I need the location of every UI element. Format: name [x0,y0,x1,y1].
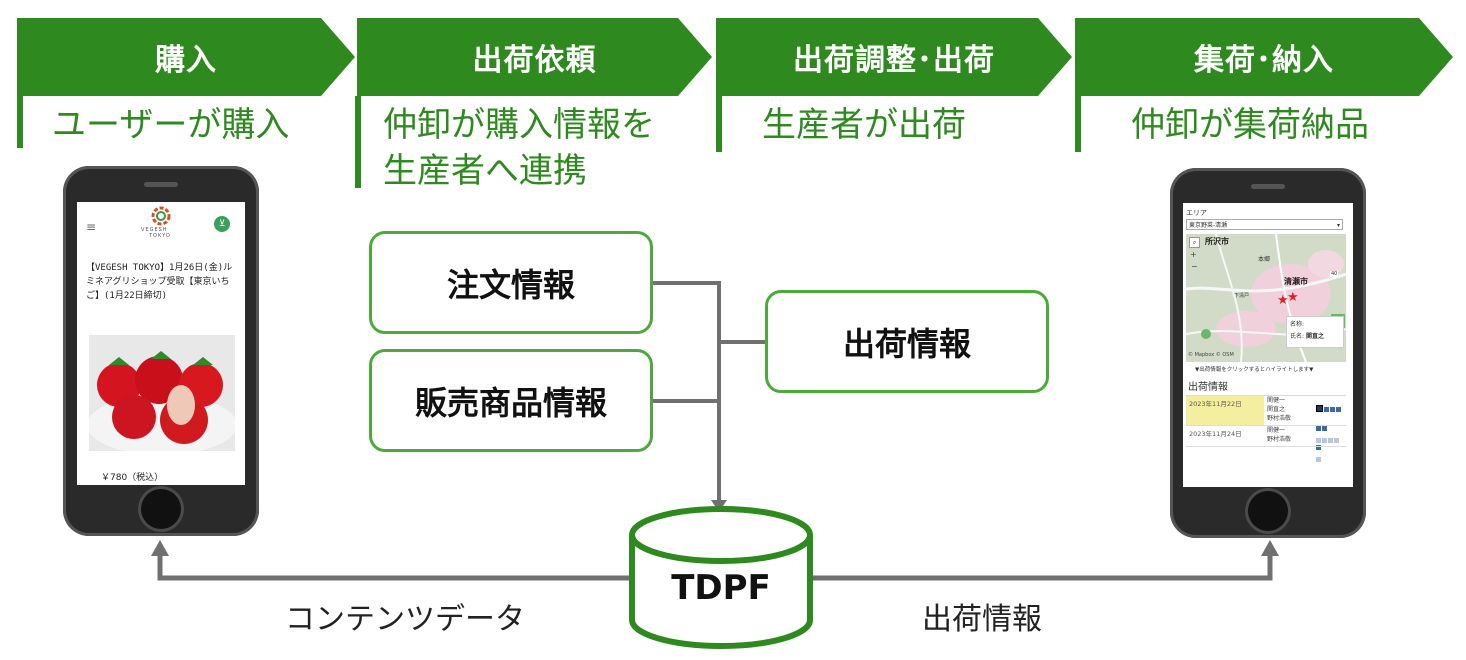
step-ship-title: 出荷調整･出荷 [793,43,995,78]
order-connector [653,281,720,285]
row-name: 関健一 [1267,427,1286,434]
map-screen: エリア 東京野菜-清瀬 ▾ ⌕ + − 所沢市 清瀬市 [1183,203,1353,487]
content-data-label: コンテンツデータ [285,602,525,637]
step-purchase-title: 購入 [155,43,217,78]
step-ship-desc: 生産者が出荷 [762,105,966,145]
area-select[interactable]: 東京野菜-清瀬 ▾ [1186,219,1343,230]
cart-icon[interactable]: ⊻ [214,216,230,232]
step-deliver-title: 集荷･納入 [1194,43,1334,78]
map-marker-star-icon[interactable]: ★ [1287,290,1299,305]
tdpf-label: TDPF [671,568,771,608]
chevron-down-icon: ▾ [1336,222,1340,229]
popup-person-label: 氏名: [1290,333,1305,340]
map-station-label: 下清戸 [1234,293,1250,299]
table-row[interactable]: 2023年11月22日 関健一 関直之 野村浩敬 [1186,395,1346,450]
map-route-label: 40 [1330,271,1339,277]
popup-person-value: 関直之 [1305,333,1324,340]
phone-speaker [144,182,178,187]
shipping-info-box: 出荷情報 [765,290,1049,393]
product-info-label: 販売商品情報 [414,383,607,422]
row-date: 2023年11月24日 [1189,430,1242,438]
map-city-label: 清瀬市 [1284,277,1308,286]
map-town-label: 本郷 [1258,256,1271,263]
product-connector [653,399,720,403]
row-date-cell: 2023年11月24日 [1186,426,1264,446]
left-flow-arrow [157,552,632,581]
shipping-flow-label: 出荷情報 [922,602,1042,637]
row-name: 関健一 [1267,397,1286,404]
map-view[interactable]: ⌕ + − 所沢市 清瀬市 本郷 下清戸 40 ★ ★ 名称: 氏名: 関直之 … [1186,234,1346,362]
highlight-hint: ▼出荷情報をクリックするとハイライトします▼ [1195,367,1314,373]
step-ship-line [716,96,722,152]
order-info-label: 注文情報 [446,265,575,304]
step-request-title: 出荷依頼 [472,43,597,78]
step-ship-chevron: 出荷調整･出荷 [716,18,1072,96]
map-attribution: © Mapbox © OSM [1188,352,1234,358]
order-info-box: 注文情報 [369,231,653,334]
step-request-desc-line2: 生産者へ連携 [383,151,587,191]
map-marker-star-icon[interactable]: ★ [1277,293,1289,308]
row-names: 関健一 野村浩敬 [1267,426,1291,444]
vegesh-logo-icon [151,206,171,226]
step-purchase-line [17,96,23,148]
product-info-box: 販売商品情報 [369,349,653,452]
shipping-section-title: 出荷情報 [1188,382,1228,393]
step-request-chevron: 出荷依頼 [357,18,712,96]
zoom-out-icon[interactable]: − [1191,262,1198,271]
row-name: 関直之 [1267,406,1286,413]
row-marks [1316,397,1344,454]
shop-phone-home-button[interactable] [141,489,181,529]
popup-person-row: 氏名: 関直之 [1290,331,1340,343]
area-select-value: 東京野菜-清瀬 [1189,222,1228,229]
map-city-label: 所沢市 [1205,237,1229,246]
step-purchase-desc: ユーザーが購入 [52,105,290,145]
right-flow-arrow [810,552,1273,581]
shipping-connector [720,340,765,344]
product-title[interactable]: 【VEGESH TOKYO】1月26日(金)ルミネアグリショップ受取【東京いちご… [86,263,233,301]
shop-phone: ≡ VEGESH TOKYO ⊻ 【VEGESH TOKYO】1月26日(金)ル… [63,166,259,536]
step-purchase-chevron: 購入 [17,18,355,96]
hamburger-icon[interactable]: ≡ [86,220,97,234]
map-popup: 名称: 氏名: 関直之 [1286,316,1344,348]
shipping-info-label: 出荷情報 [842,324,971,363]
row-marks [1316,428,1344,466]
step-deliver-chevron: 集荷･納入 [1075,18,1453,96]
row-date: 2023年11月22日 [1189,400,1242,408]
tdpf-database-icon [629,506,813,649]
row-names: 関健一 関直之 野村浩敬 [1267,396,1291,423]
left-arrow-head [151,540,169,556]
step-request-desc-line1: 仲卸が購入情報を [383,105,655,145]
brand-line1: VEGESH [141,227,168,233]
shop-screen: ≡ VEGESH TOKYO ⊻ 【VEGESH TOKYO】1月26日(金)ル… [77,202,245,485]
down-arrow-head [711,500,727,512]
row-date-cell: 2023年11月22日 [1186,396,1264,425]
right-arrow-head [1261,540,1279,556]
popup-name-label: 名称: [1290,321,1305,328]
map-phone: エリア 東京野菜-清瀬 ▾ ⌕ + − 所沢市 清瀬市 [1170,168,1366,538]
zoom-in-icon[interactable]: + [1190,250,1197,259]
row-name: 野村浩敬 [1267,415,1292,422]
area-label: エリア [1186,209,1207,217]
strawberry-photo [89,335,235,451]
trunk-connector [717,281,721,501]
brand-line2: TOKYO [149,233,171,239]
step-request-line [355,96,361,188]
table-row[interactable]: 2023年11月24日 関健一 野村浩敬 [1186,425,1346,462]
phone-speaker [1251,184,1285,189]
step-deliver-desc: 仲卸が集荷納品 [1131,105,1369,145]
product-price: ￥780（税込） [101,473,164,483]
row-name: 野村浩敬 [1267,436,1292,443]
zoom-search-icon[interactable]: ⌕ [1189,237,1200,248]
step-deliver-line [1075,96,1081,152]
map-phone-home-button[interactable] [1248,491,1288,531]
